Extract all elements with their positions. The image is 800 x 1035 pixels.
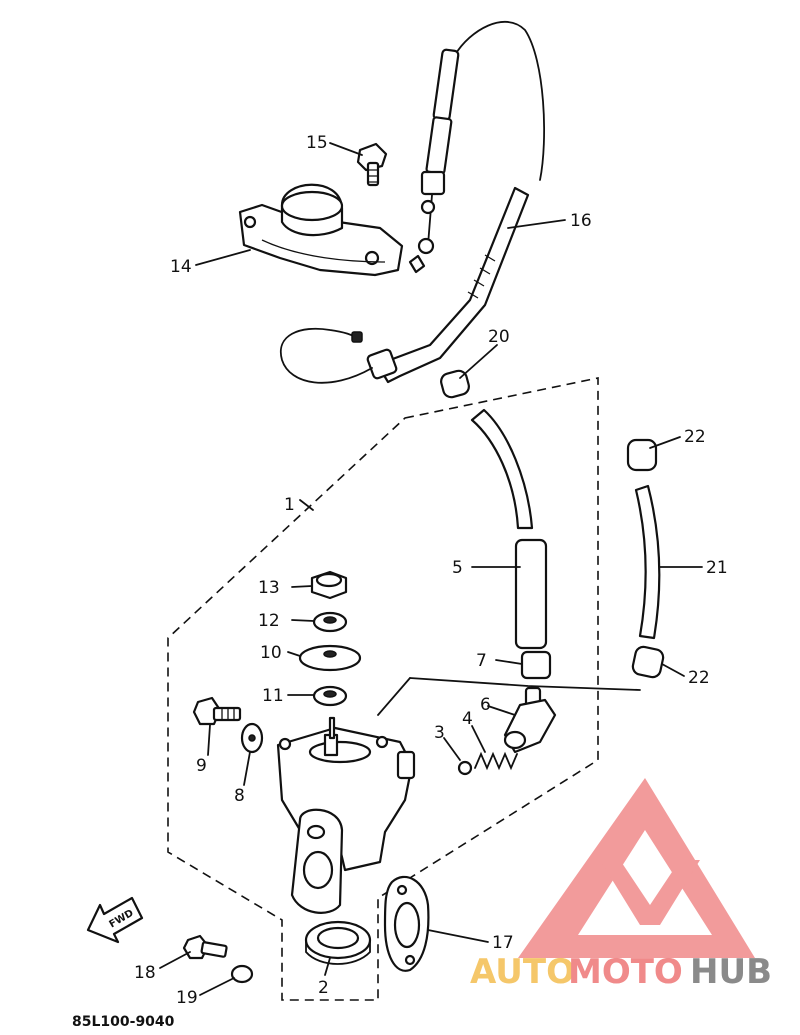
leader-lines	[159, 142, 703, 996]
label-20: 20	[488, 327, 510, 347]
watermark-text: AUTO MOTO HUB	[470, 952, 772, 992]
label-7: 7	[476, 651, 487, 671]
watermark-triangle-icon	[518, 778, 755, 958]
washer-19	[230, 964, 254, 984]
washer-8	[240, 722, 264, 754]
assembly-outline	[167, 377, 599, 1001]
forward-arrow-icon: FWD	[86, 896, 144, 944]
label-17: 17	[492, 933, 514, 953]
label-4: 4	[462, 709, 473, 729]
label-3: 3	[434, 723, 445, 743]
watermark-logo	[518, 778, 755, 958]
watermark-word-moto: MOTO	[568, 952, 683, 992]
pump-cover	[238, 183, 404, 277]
bolt-18	[182, 934, 228, 960]
spring-4	[457, 751, 518, 776]
label-1: 1	[284, 495, 295, 515]
washer-10	[298, 644, 362, 672]
diagram-code: 85L100-9040	[72, 1014, 175, 1030]
label-15: 15	[306, 133, 328, 153]
watermark-inner-mark-icon	[600, 860, 700, 925]
pump-body	[276, 716, 416, 914]
label-22-top: 22	[684, 427, 706, 447]
label-16: 16	[570, 211, 592, 231]
label-18: 18	[134, 963, 156, 983]
label-14: 14	[170, 257, 192, 277]
seal-2	[304, 920, 372, 965]
label-8: 8	[234, 786, 245, 806]
washer-12	[312, 611, 348, 633]
watermark-word-auto: AUTO	[470, 952, 575, 992]
gasket-17	[383, 875, 430, 972]
label-12: 12	[258, 611, 280, 631]
label-22-bottom: 22	[688, 668, 710, 688]
part-labels: 1 2 3 4 5 6 7 8 9 10 11 12 13 14 15 16 1…	[134, 133, 728, 1008]
label-11: 11	[262, 686, 284, 706]
nut-13	[310, 570, 348, 600]
watermark-word-hub: HUB	[690, 952, 772, 992]
fitting-6-7	[409, 650, 641, 754]
label-5: 5	[452, 558, 463, 578]
label-13: 13	[258, 578, 280, 598]
cable-assembly	[279, 20, 545, 384]
bolt-9	[192, 696, 242, 726]
label-9: 9	[196, 756, 207, 776]
hose-5	[440, 369, 548, 650]
washer-11	[312, 685, 348, 707]
label-6: 6	[480, 695, 491, 715]
label-21: 21	[706, 558, 728, 578]
label-19: 19	[176, 988, 198, 1008]
label-2: 2	[318, 978, 329, 998]
screw-15	[356, 142, 388, 187]
label-10: 10	[260, 643, 282, 663]
hose-21	[626, 438, 665, 679]
